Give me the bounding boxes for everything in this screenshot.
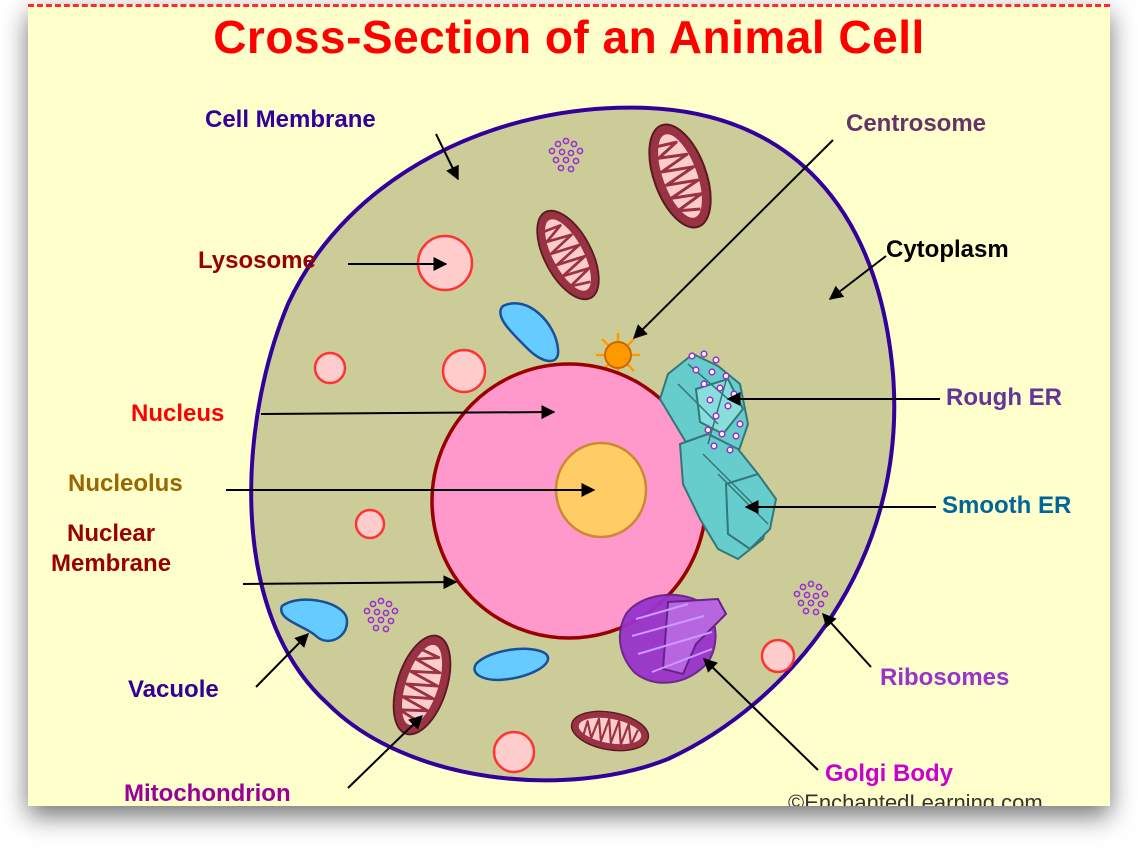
label-nuclear-membrane-line2: Membrane <box>51 550 172 577</box>
arrow-cytoplasm <box>828 255 887 300</box>
label-mitochondrion: Mitochondrion <box>124 780 291 806</box>
label-golgi-body: Golgi Body <box>825 760 953 787</box>
copyright-text: ©EnchantedLearning.com <box>788 790 1043 806</box>
vacuole-icon <box>280 302 560 682</box>
label-vacuole: Vacuole <box>128 676 219 703</box>
label-rough-er: Rough ER <box>946 384 1062 411</box>
label-ribosomes: Ribosomes <box>880 664 1010 691</box>
arrow-centrosome <box>633 139 834 339</box>
arrow-cell-membrane <box>435 133 459 181</box>
diagram-title: Cross-Section of an Animal Cell <box>213 11 925 63</box>
cell-illustration <box>226 105 940 789</box>
label-lysosome: Lysosome <box>198 247 316 274</box>
label-arrows <box>226 133 940 789</box>
label-nuclear-membrane: Nuclear Membrane <box>51 519 171 579</box>
arrow-nuclear-membrane <box>242 575 458 590</box>
centrosome-icon <box>596 333 640 377</box>
top-dashed-border <box>28 4 1110 7</box>
label-cytoplasm: Cytoplasm <box>886 236 1009 263</box>
label-nuclear-membrane-line1: Nuclear <box>67 520 156 547</box>
arrow-ribosomes <box>822 612 872 668</box>
label-nucleolus: Nucleolus <box>68 470 183 497</box>
arrow-golgi-body <box>702 658 819 771</box>
label-smooth-er: Smooth ER <box>942 492 1072 519</box>
label-nucleus: Nucleus <box>131 400 225 427</box>
endoplasmic-reticulum-icon <box>658 352 778 561</box>
arrow-nucleus <box>260 405 556 420</box>
arrow-mitochondrion <box>347 715 424 789</box>
rough-er-ribosomes <box>688 350 744 454</box>
label-centrosome: Centrosome <box>846 110 987 137</box>
label-cell-membrane: Cell Membrane <box>205 106 376 133</box>
arrow-vacuole <box>255 633 309 688</box>
diagram-frame: Cross-Section of an Animal Cell <box>28 4 1110 806</box>
